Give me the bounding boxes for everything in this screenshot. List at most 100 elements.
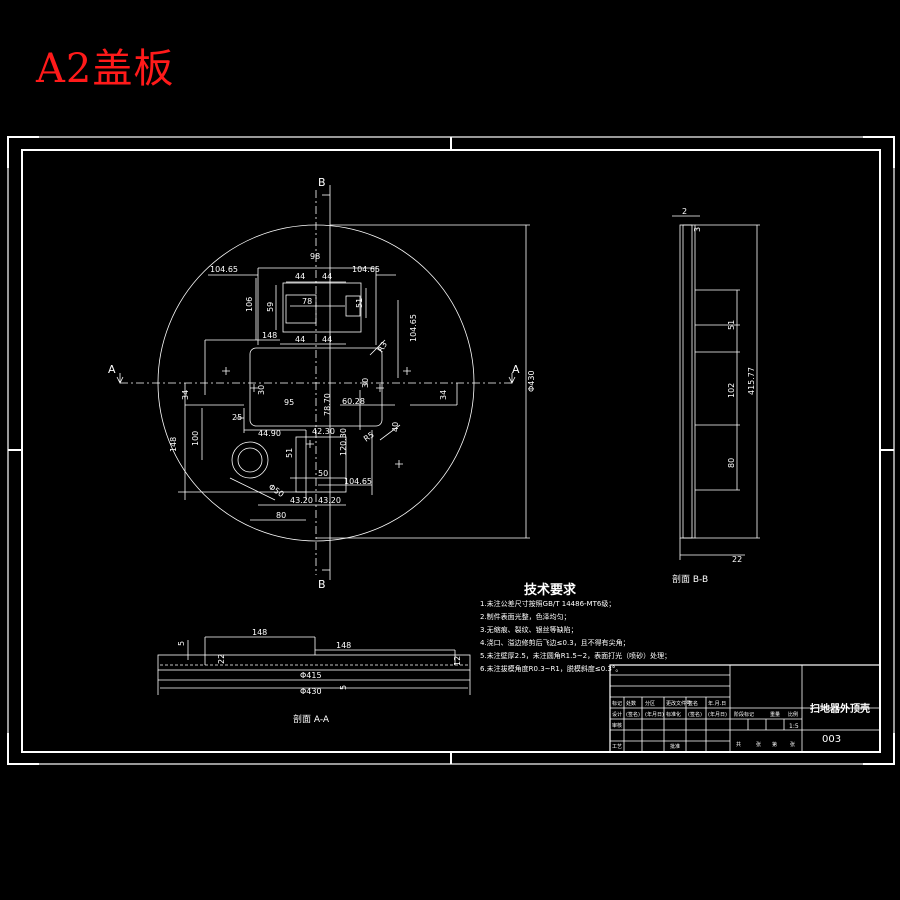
tech-item-1: 1.未注公差尺寸按照GB/T 14486-MT6级； <box>480 599 615 608</box>
top-opening-inner <box>285 294 317 324</box>
dim-34-right: 34 <box>439 390 448 400</box>
aa-dim-148a: 148 <box>252 628 267 637</box>
dim-30-right: 30 <box>361 378 370 388</box>
dim-104-65-low: 104.65 <box>344 477 372 486</box>
tb-label2-3: 标准化 <box>666 711 681 718</box>
tb-label3-1: 工艺 <box>612 744 622 750</box>
dim-78: 78 <box>302 297 312 306</box>
dim-148: 148 <box>262 331 277 340</box>
dim-25: 25 <box>232 413 242 422</box>
tb-sheet-3: 张 <box>790 741 795 748</box>
plan-view: B B A A <box>108 176 536 591</box>
dim-40: 40 <box>391 422 400 432</box>
tb-stage-2: 比例 <box>788 711 798 718</box>
round-hole <box>231 441 269 479</box>
corner-mark-br <box>863 733 895 765</box>
dim-120-30: 120.30 <box>339 428 348 456</box>
tb-label-1: 处数 <box>626 700 636 707</box>
a-arrow-right <box>508 373 516 384</box>
label-b-top: B <box>318 176 326 189</box>
bb-wall-outer <box>679 224 696 539</box>
tech-item-4: 4.浇口、溢边修剪后飞边≤0.3，且不得有尖角； <box>480 638 630 647</box>
tb-label2-4: (签名) <box>688 711 702 718</box>
tb-label2-5: (年月日) <box>708 711 727 718</box>
dim-44-top: 44 <box>295 272 305 281</box>
a-arrow-left <box>116 373 124 384</box>
bb-section-label: 剖面 B-B <box>672 573 708 585</box>
aa-dim-415: Φ415 <box>300 671 322 680</box>
bottom-window <box>295 436 347 493</box>
top-opening-small <box>345 295 361 317</box>
tb-label3-2: 批准 <box>670 743 680 750</box>
tb-sheet-2: 第 <box>772 741 777 748</box>
dim-95: 95 <box>284 398 294 407</box>
tb-label-4: 签名 <box>688 700 698 707</box>
dim-r5: R5 <box>362 430 376 443</box>
label-a-right: A <box>512 363 520 376</box>
bb-dim-415-77: 415.77 <box>747 367 756 395</box>
aa-body <box>157 654 471 671</box>
tb-label-0: 标记 <box>612 700 622 707</box>
tb-label-5: 年.月.日 <box>708 700 726 707</box>
dim-80: 80 <box>276 511 286 520</box>
tb-label2-2: (年月日) <box>645 711 664 718</box>
tb-label3-0: 审核 <box>612 722 622 729</box>
tb-label2-1: (签名) <box>626 711 640 718</box>
tb-sheet-1: 张 <box>756 741 761 748</box>
aa-dim-430: Φ430 <box>300 687 322 696</box>
dim-51: 51 <box>355 298 364 308</box>
tb-label-2: 分区 <box>645 700 655 707</box>
tech-item-2: 2.制件表面光整，色泽均匀； <box>480 612 571 621</box>
tech-item-6: 6.未注拔模角度R0.3~R1，脱模斜度≤0.3°。 <box>480 664 622 673</box>
aa-dim-148b: 148 <box>336 641 351 650</box>
tb-part-name: 扫地器外顶壳 <box>810 702 870 715</box>
dim-104-65-left: 104.65 <box>210 265 238 274</box>
corner-mark-tl <box>7 136 39 168</box>
dim-44-90: 44.90 <box>258 429 281 438</box>
bb-dim-102: 102 <box>727 383 736 398</box>
dim-43-20a: 43.20 <box>290 496 313 505</box>
dim-r3: R3 <box>376 340 389 354</box>
dim-104-65-right: 104.65 <box>352 265 380 274</box>
corner-mark-tr <box>863 136 895 168</box>
dim-100: 100 <box>191 431 200 446</box>
bb-dimension-lines <box>672 215 760 560</box>
tech-heading: 技术要求 <box>524 582 577 598</box>
dim-44-mid2: 44 <box>322 335 332 344</box>
tech-requirements: 技术要求 1.未注公差尺寸按照GB/T 14486-MT6级； 2.制件表面光整… <box>480 582 671 673</box>
dim-60-28: 60.28 <box>342 397 365 406</box>
aa-dim-12: 12 <box>453 656 462 666</box>
aa-dim-22: 22 <box>217 654 226 664</box>
dim-78-70: 78.70 <box>323 393 332 416</box>
dim-44-top2: 44 <box>322 272 332 281</box>
tech-item-5: 5.未注壁厚2.5，未注圆角R1.5~2，表面打光（喷砂）处理； <box>480 651 671 660</box>
tech-item-3: 3.无缩痕、裂纹、银丝等缺陷； <box>480 625 578 634</box>
corner-mark-bl <box>7 733 39 765</box>
drawing-title: A2盖板 <box>36 46 175 92</box>
dim-42-30: 42.30 <box>312 427 335 436</box>
label-a-left: A <box>108 363 116 376</box>
section-aa-view: 148 148 5 22 Φ415 Φ430 12 5 剖面 A-A <box>157 628 471 725</box>
dim-148-vert: 148 <box>169 437 178 452</box>
round-hole-inner <box>237 447 263 473</box>
aa-section-label: 剖面 A-A <box>293 713 330 725</box>
top-opening-outer <box>282 282 362 333</box>
aa-dim-5b: 5 <box>339 685 348 690</box>
dim-30-left: 30 <box>257 385 266 395</box>
label-b-bottom: B <box>318 578 326 591</box>
tb-sheet-0: 共 <box>736 741 741 748</box>
dim-44-mid1: 44 <box>295 335 305 344</box>
bb-dim-80: 80 <box>727 458 736 468</box>
bb-dim-2: 2 <box>682 207 687 216</box>
dim-104-65-vert: 104.65 <box>409 314 418 342</box>
tb-stage-1: 重量 <box>770 711 780 718</box>
aa-dim-5: 5 <box>177 641 186 646</box>
tb-label-3: 更改文件号 <box>666 700 691 707</box>
bb-wall-inner <box>682 224 693 539</box>
dimension-lines <box>178 224 530 539</box>
dim-98: 98 <box>310 252 320 261</box>
tb-stage-0: 阶段标记 <box>734 711 754 718</box>
tb-label2-0: 设计 <box>612 711 622 718</box>
section-bb-view: 2 3 51 102 415.77 80 22 剖面 B-B <box>672 207 760 585</box>
